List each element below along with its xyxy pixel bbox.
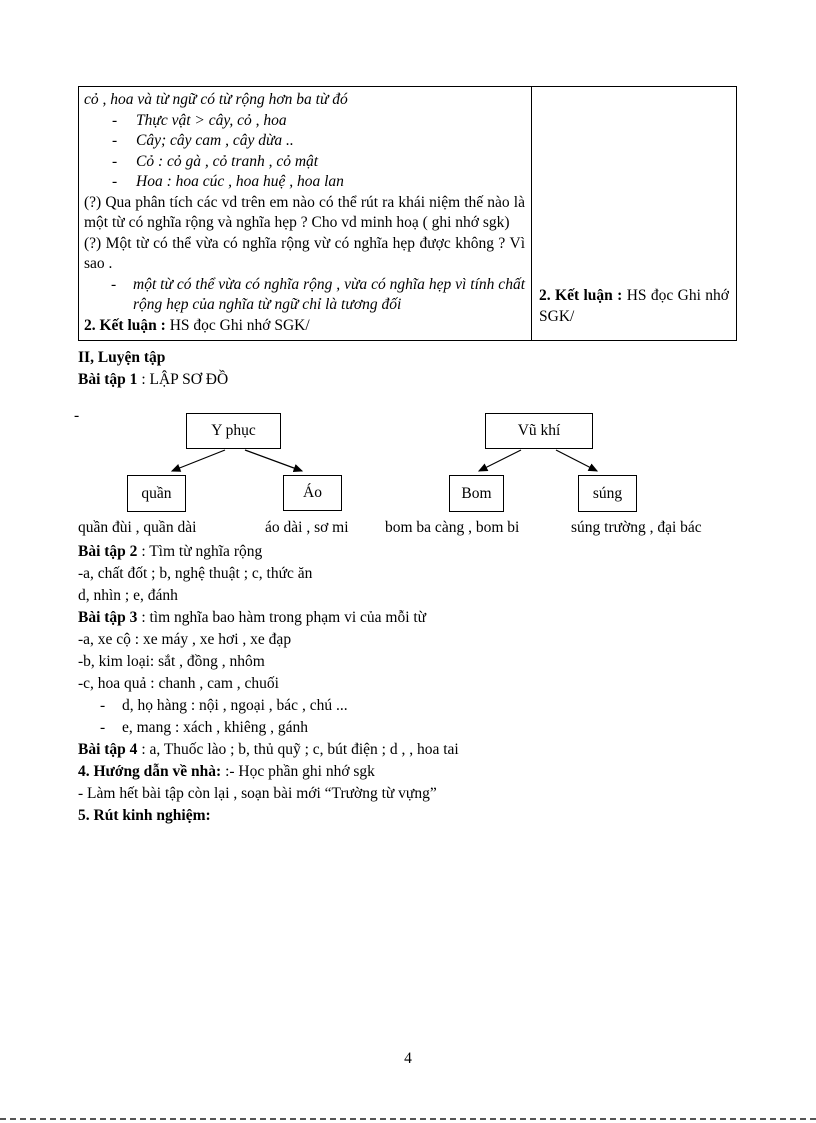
exercise-3-title: Bài tập 3 : tìm nghĩa bao hàm trong phạm… bbox=[78, 607, 737, 629]
exercise-1-label: Bài tập 1 bbox=[78, 371, 138, 388]
list-item-text: Hoa : hoa cúc , hoa huệ , hoa lan bbox=[136, 173, 344, 190]
conclusion-text: HS đọc Ghi nhớ SGK/ bbox=[165, 316, 310, 334]
conclusion-label: 2. Kết luận : bbox=[539, 287, 623, 304]
diagram-caption: súng trường , đại bác bbox=[571, 519, 702, 536]
tree1-child1-box: quần bbox=[127, 475, 186, 512]
bullet-dash: - bbox=[112, 152, 118, 170]
list-item-text: Cỏ : cỏ gà , cỏ tranh , cỏ mật bbox=[136, 152, 319, 170]
word-tree-diagram: - Y phục quần Áo Vũ khí Bom bbox=[74, 405, 737, 515]
conclusion-label: 2. Kết luận : bbox=[84, 316, 166, 334]
bullet-dash: - bbox=[111, 275, 117, 293]
review-note: 5. Rút kinh nghiệm: bbox=[78, 807, 211, 824]
exercise-2-label: Bài tập 2 bbox=[78, 543, 138, 560]
exercise-2-line: d, nhìn ; e, đánh bbox=[78, 587, 178, 604]
tree1-child2-label: Áo bbox=[303, 484, 322, 501]
tree-arrow bbox=[244, 449, 304, 473]
bullet-dash: - bbox=[100, 719, 106, 736]
tree1-child2-box: Áo bbox=[283, 475, 342, 511]
exercise-2-title: Bài tập 2 : Tìm từ nghĩa rộng bbox=[78, 541, 737, 563]
table-cell-left: cỏ , hoa và từ ngữ có từ rộng hơn ba từ … bbox=[79, 87, 532, 340]
exercise-3-line: -a, xe cộ : xe máy , xe hơi , xe đạp bbox=[78, 631, 292, 648]
diagram-caption: bom ba càng , bom bi bbox=[385, 519, 520, 536]
conclusion-left: 2. Kết luận : HS đọc Ghi nhớ SGK/ bbox=[84, 316, 525, 337]
tree1-root-label: Y phục bbox=[211, 422, 256, 439]
exercise-3-line: -c, hoa quả : chanh , cam , chuối bbox=[78, 675, 279, 692]
table-cell-right: 2. Kết luận : HS đọc Ghi nhớ SGK/ bbox=[532, 87, 736, 340]
list-item: - Cỏ : cỏ gà , cỏ tranh , cỏ mật bbox=[84, 152, 525, 173]
list-item: - Hoa : hoa cúc , hoa huệ , hoa lan bbox=[84, 172, 525, 193]
margin-dash: - bbox=[74, 407, 80, 424]
list-item: - Cây; cây cam , cây dừa .. bbox=[84, 131, 525, 152]
bullet-dash: - bbox=[112, 111, 118, 129]
conclusion-right: 2. Kết luận : HS đọc Ghi nhớ SGK/ bbox=[539, 286, 729, 327]
answer-text: một từ có thể vừa có nghĩa rộng , vừa có… bbox=[133, 275, 525, 314]
tree2-child1-box: Bom bbox=[449, 475, 504, 512]
question-2: (?) Một từ có thể vừa có nghĩa rộng vừ c… bbox=[84, 234, 525, 273]
homework-line-2: - Làm hết bài tập còn lại , soạn bài mới… bbox=[78, 785, 437, 802]
exercise-2-line: -a, chất đốt ; b, nghệ thuật ; c, thức ă… bbox=[78, 565, 313, 582]
question-1: (?) Qua phân tích các vd trên em nào có … bbox=[84, 193, 525, 232]
diagram-caption: quần đùi , quần dài bbox=[78, 519, 197, 536]
exercise-3-label: Bài tập 3 bbox=[78, 609, 138, 626]
tree-arrow bbox=[555, 449, 599, 472]
conclusion-text: HS đọc Ghi nhớ SGK/ bbox=[539, 287, 729, 325]
page-number: 4 bbox=[404, 1050, 412, 1067]
tree-arrow bbox=[170, 449, 226, 472]
exercise-3-text: : tìm nghĩa bao hàm trong phạm vi của mỗ… bbox=[137, 609, 427, 626]
homework-label: 4. Hướng dẫn về nhà: bbox=[78, 763, 222, 780]
tree2-child1-label: Bom bbox=[461, 484, 492, 502]
exercise-4-text: : a, Thuốc lào ; b, thủ quỹ ; c, bút điệ… bbox=[137, 741, 459, 758]
exercise-2-text: : Tìm từ nghĩa rộng bbox=[137, 543, 263, 560]
exercises-section: II, Luyện tập Bài tập 1 : LẬP SƠ ĐỒ - bbox=[74, 347, 737, 827]
intro-line: cỏ , hoa và từ ngữ có từ rộng hơn ba từ … bbox=[84, 91, 348, 108]
exercise-3-line: -b, kim loại: sắt , đồng , nhôm bbox=[78, 653, 265, 670]
page-bottom-divider bbox=[0, 1118, 816, 1120]
exercise-3-subitem-text: d, họ hàng : nội , ngoại , bác , chú ... bbox=[122, 697, 348, 714]
exercise-1-text: : LẬP SƠ ĐỒ bbox=[137, 371, 229, 388]
diagram-captions: quần đùi , quần dài áo dài , sơ mi bom b… bbox=[78, 517, 737, 541]
section-heading: II, Luyện tập bbox=[78, 349, 166, 366]
exercise-3-subitem: - e, mang : xách , khiêng , gánh bbox=[78, 717, 737, 739]
exercise-3-subitem-text: e, mang : xách , khiêng , gánh bbox=[122, 719, 308, 736]
exercise-4-label: Bài tập 4 bbox=[78, 741, 138, 758]
diagram-caption: áo dài , sơ mi bbox=[265, 519, 349, 536]
content-area: cỏ , hoa và từ ngữ có từ rộng hơn ba từ … bbox=[74, 86, 737, 827]
list-item-text: Thực vật > cây, cỏ , hoa bbox=[136, 111, 287, 129]
bullet-dash: - bbox=[112, 132, 118, 149]
tree2-child2-label: súng bbox=[592, 484, 623, 502]
bullet-dash: - bbox=[112, 173, 118, 190]
list-item: - Thực vật > cây, cỏ , hoa bbox=[84, 111, 525, 132]
tree2-root-label: Vũ khí bbox=[517, 422, 561, 439]
exercise-3-subitem: - d, họ hàng : nội , ngoại , bác , chú .… bbox=[78, 695, 737, 717]
list-item-text: Cây; cây cam , cây dừa .. bbox=[136, 132, 294, 149]
bullet-dash: - bbox=[100, 697, 106, 714]
exercise-1-title: Bài tập 1 : LẬP SƠ ĐỒ bbox=[78, 369, 737, 391]
exercise-4-title: Bài tập 4 : a, Thuốc lào ; b, thủ quỹ ; … bbox=[78, 739, 737, 761]
tree1-child1-label: quần bbox=[141, 484, 172, 502]
homework-text: :- Học phần ghi nhớ sgk bbox=[221, 763, 375, 780]
tree2-child2-box: súng bbox=[578, 475, 637, 512]
answer-item: - một từ có thể vừa có nghĩa rộng , vừa … bbox=[84, 275, 525, 316]
tree1-root-box: Y phục bbox=[186, 413, 281, 449]
tree2-root-box: Vũ khí bbox=[485, 413, 593, 449]
lesson-table: cỏ , hoa và từ ngữ có từ rộng hơn ba từ … bbox=[78, 86, 737, 341]
homework-line: 4. Hướng dẫn về nhà: :- Học phần ghi nhớ… bbox=[78, 761, 737, 783]
tree-arrow bbox=[477, 449, 522, 472]
